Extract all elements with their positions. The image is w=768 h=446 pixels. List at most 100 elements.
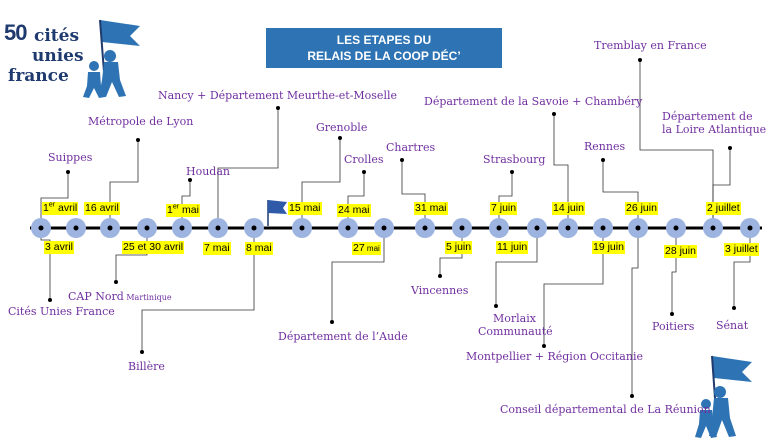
logo-word-2: unies [32, 46, 84, 66]
city-label: Vincennes [411, 284, 469, 297]
date-label: 11 juin [496, 241, 529, 254]
date-label: 26 juin [625, 202, 658, 215]
city-label: Houdan [186, 165, 230, 178]
leader-line [40, 172, 69, 228]
leader-line [401, 160, 426, 228]
date-label: 3 avril [44, 241, 75, 254]
leader-dot [630, 394, 634, 398]
date-label: 5 juin [445, 241, 473, 254]
city-label: Suippes [48, 151, 93, 164]
leader-line [712, 148, 731, 228]
leader-dot [338, 136, 342, 140]
date-label: 31 mai [414, 202, 448, 215]
timeline-node-center [299, 225, 305, 231]
leader-line [602, 160, 639, 228]
timeline-node-center [345, 225, 351, 231]
leader-dot [400, 158, 404, 162]
leader-dot [670, 312, 674, 316]
leader-dot [438, 274, 442, 278]
leader-line [733, 228, 751, 308]
leader-dot [601, 158, 605, 162]
timeline-node-center [107, 225, 113, 231]
timeline-node-center [600, 225, 606, 231]
leader-dot [638, 58, 642, 62]
city-label: Nancy + Département Meurthe-et-Moselle [158, 89, 397, 102]
timeline-node-center [747, 225, 753, 231]
city-label: Département de l’Aude [278, 330, 408, 343]
title-line-1: LES ETAPES DU [336, 33, 432, 47]
leader-line [671, 228, 677, 314]
leader-line [141, 228, 255, 352]
date-label: 7 mai [203, 242, 231, 255]
timeline-node-center [710, 225, 716, 231]
leader-line [543, 228, 604, 346]
leader-dot [542, 344, 546, 348]
timeline-node-center [534, 225, 540, 231]
date-label: 24 mai [337, 204, 371, 217]
logo-number: 50 [4, 20, 28, 45]
leader-dot [732, 306, 736, 310]
leader-dot [362, 170, 366, 174]
leader-dot [66, 170, 70, 174]
city-label: CAP Nord Martinique [68, 290, 172, 303]
flag-icon [267, 200, 287, 226]
leader-dot [728, 146, 732, 150]
date-label: 7 juin [490, 202, 518, 215]
leader-line [553, 114, 569, 228]
timeline-node-center [673, 225, 679, 231]
city-label: Crolles [344, 153, 384, 166]
leader-dot [188, 178, 192, 182]
leader-dot [510, 170, 514, 174]
city-label: Cités Unies France [8, 305, 115, 318]
leader-dot [140, 350, 144, 354]
city-label: Grenoble [316, 121, 368, 134]
date-label: 1er avril [42, 201, 79, 215]
date-label: 19 juin [592, 241, 625, 254]
date-label: 14 juin [552, 202, 585, 215]
timeline-node-center [459, 225, 465, 231]
title-line-2: RELAIS DE LA COOP DÉC’ [307, 49, 461, 63]
leader-line [495, 228, 538, 306]
leader-dot [48, 298, 52, 302]
leader-dot [494, 304, 498, 308]
logo-people-icon [83, 19, 140, 98]
timeline-node-center [496, 225, 502, 231]
leader-line [40, 228, 51, 300]
timeline-node-center [251, 225, 257, 231]
date-label: 3 juillet [724, 243, 759, 256]
timeline-node-center [38, 225, 44, 231]
city-label: Poitiers [652, 320, 695, 333]
leader-dot [276, 106, 280, 110]
leader-dot [114, 280, 118, 284]
leader-line [217, 108, 279, 228]
date-label: 25 et 30 avril [122, 241, 185, 254]
leader-line [331, 228, 385, 322]
logo-word-3: france [8, 66, 69, 86]
logo-word-1: cités [34, 26, 80, 46]
leader-dot [330, 320, 334, 324]
timeline-node-center [179, 225, 185, 231]
date-label: 16 avril [84, 202, 120, 215]
cites-unies-france-logo: 50 cités unies france [4, 18, 150, 98]
city-label: Montpellier + Région Occitanie [466, 350, 643, 363]
date-label: 27 mai [352, 242, 381, 255]
city-label: Rennes [584, 140, 626, 153]
timeline-node-center [73, 225, 79, 231]
city-label: Métropole de Lyon [88, 115, 194, 128]
city-label: Strasbourg [483, 153, 546, 166]
leader-line [631, 228, 639, 396]
timeline-node-center [422, 225, 428, 231]
city-label: Département de la Savoie + Chambéry [424, 95, 643, 108]
date-label: 8 mai [245, 242, 273, 255]
leader-dot [136, 138, 140, 142]
city-label: Sénat [716, 319, 749, 332]
page-title: LES ETAPES DU RELAIS DE LA COOP DÉC’ [266, 28, 502, 68]
date-label: 2 juillet [706, 202, 741, 215]
city-label: Billère [128, 360, 165, 373]
timeline-node-center [565, 225, 571, 231]
people-with-flag-icon [695, 355, 752, 438]
